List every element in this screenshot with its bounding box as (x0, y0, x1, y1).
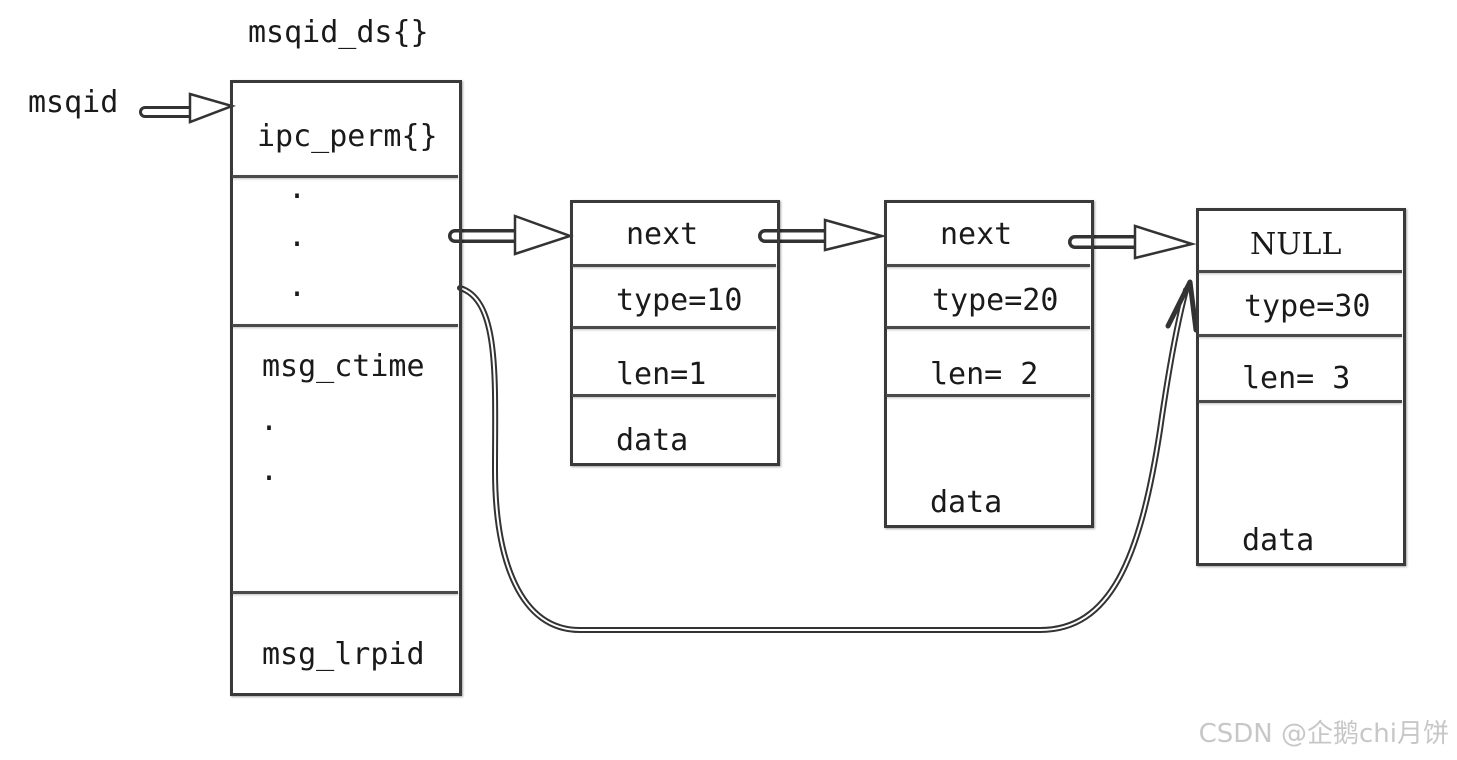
node-divider (1198, 400, 1402, 403)
ellipsis-dot: . (288, 219, 307, 254)
node-divider (1198, 334, 1402, 337)
message-node-3 (1196, 208, 1406, 566)
struct-divider (232, 324, 458, 327)
msqid-pointer-arrow (139, 92, 236, 124)
ellipsis-dot: . (288, 171, 307, 206)
msqid-ds-struct-box (230, 80, 462, 696)
struct-to-last-msg-curve (457, 279, 1199, 633)
node-data-label: data (616, 423, 689, 458)
node-type-label: type=30 (1244, 289, 1371, 324)
struct-divider (232, 175, 458, 178)
node-next-label: next (940, 217, 1013, 252)
node-divider (886, 394, 1090, 397)
node-divider (572, 326, 776, 329)
node-len-label: len= 2 (930, 357, 1039, 392)
watermark-text: CSDN @企鹅chi月饼 (1198, 719, 1449, 749)
node-divider (886, 264, 1090, 267)
ellipsis-dot: . (260, 403, 279, 438)
ellipsis-dot: . (260, 453, 279, 488)
ipc-perm-field: ipc_perm{} (257, 119, 438, 154)
node-type-label: type=20 (932, 283, 1059, 318)
struct-to-msg1-arrow (448, 214, 574, 256)
message-node-2 (884, 200, 1094, 528)
node-data-label: data (1242, 523, 1315, 558)
msg1-to-msg2-arrow (758, 218, 887, 252)
node-divider (572, 264, 776, 267)
node-len-label: len= 3 (1242, 361, 1351, 396)
msg-ctime-field: msg_ctime (262, 349, 425, 384)
msg-lrpid-field: msg_lrpid (262, 637, 425, 672)
struct-divider (232, 591, 458, 594)
node-type-label: type=10 (616, 283, 743, 318)
msqid-label: msqid (28, 85, 119, 120)
message-node-1 (570, 200, 780, 466)
node-divider (1198, 270, 1402, 273)
node-null-label: NULL (1250, 227, 1342, 262)
node-next-label: next (626, 217, 699, 252)
node-divider (572, 394, 776, 397)
node-divider (886, 326, 1090, 329)
node-data-label: data (930, 485, 1003, 520)
node-len-label: len=1 (616, 357, 707, 392)
msg2-to-msg3-arrow (1068, 224, 1197, 260)
ellipsis-dot: . (288, 269, 307, 304)
struct-title: msqid_ds{} (248, 15, 429, 50)
